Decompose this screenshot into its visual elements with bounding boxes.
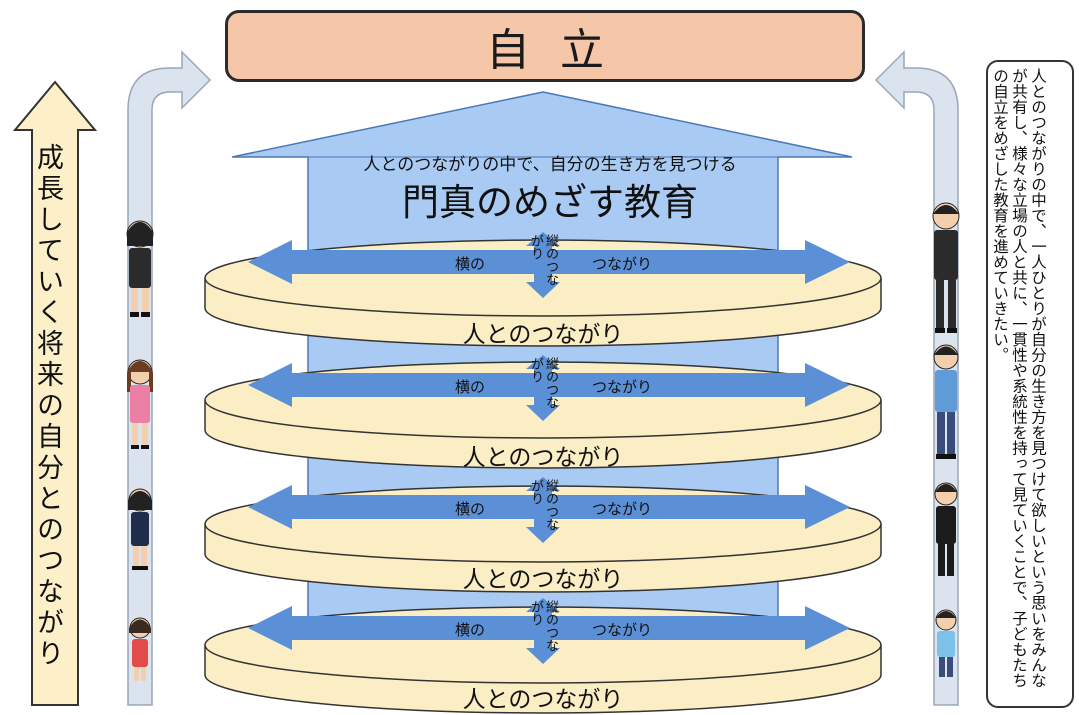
goal-box: 自立 [225,10,865,82]
person-child-girl-icon [129,617,151,681]
vertical-connection-label: 縦のつながり [528,479,558,531]
explanation-note-text: 人とのつながりの中で、一人ひとりが自分の生き方を見つけて欲しいという思いをみんな… [991,68,1047,688]
vertical-connection-label: 縦のつながり [528,234,558,286]
layer-label: 人とのつながり [462,322,624,348]
connection-arrows-2 [248,355,850,421]
layer-label: 人とのつながり [462,445,624,471]
person-student-girl-icon [128,488,152,570]
education-subtitle: 人とのつながりの中で、自分の生き方を見つける [363,155,737,175]
growth-arrow-label: 成長していく将来の自分とのつながり [32,143,63,670]
person-woman-suit-icon [126,220,154,317]
explanation-note: 人とのつながりの中で、一人ひとりが自分の生き方を見つけて欲しいという思いをみんな… [986,60,1074,708]
vertical-connection-label: 縦のつながり [528,357,558,409]
horizontal-connection-right-label: つながり [592,500,653,518]
horizontal-connection-right-label: つながり [592,621,653,639]
connection-arrows-3 [248,477,850,543]
vertical-connection-label: 縦のつながり [528,600,558,652]
person-girl-pink-icon [127,359,153,449]
horizontal-connection-left-label: 横の [455,378,486,396]
horizontal-connection-left-label: 横の [455,621,486,639]
layer-label: 人とのつながり [462,567,624,593]
person-man-casual-icon [933,344,959,459]
horizontal-connection-right-label: つながり [592,378,653,396]
horizontal-connection-left-label: 横の [455,500,486,518]
education-title: 門真のめざす教育 [402,181,698,224]
connection-arrows-1 [248,232,850,298]
person-child-boy-icon [935,609,957,677]
growth-arrow [12,80,98,706]
horizontal-connection-right-label: つながり [592,255,653,273]
connection-arrows-4 [248,598,850,664]
horizontal-connection-left-label: 横の [455,255,486,273]
person-man-suit-icon [932,202,960,333]
layer-label: 人とのつながり [462,687,624,713]
person-student-boy-icon [934,482,958,576]
goal-label: 自立 [486,25,634,76]
